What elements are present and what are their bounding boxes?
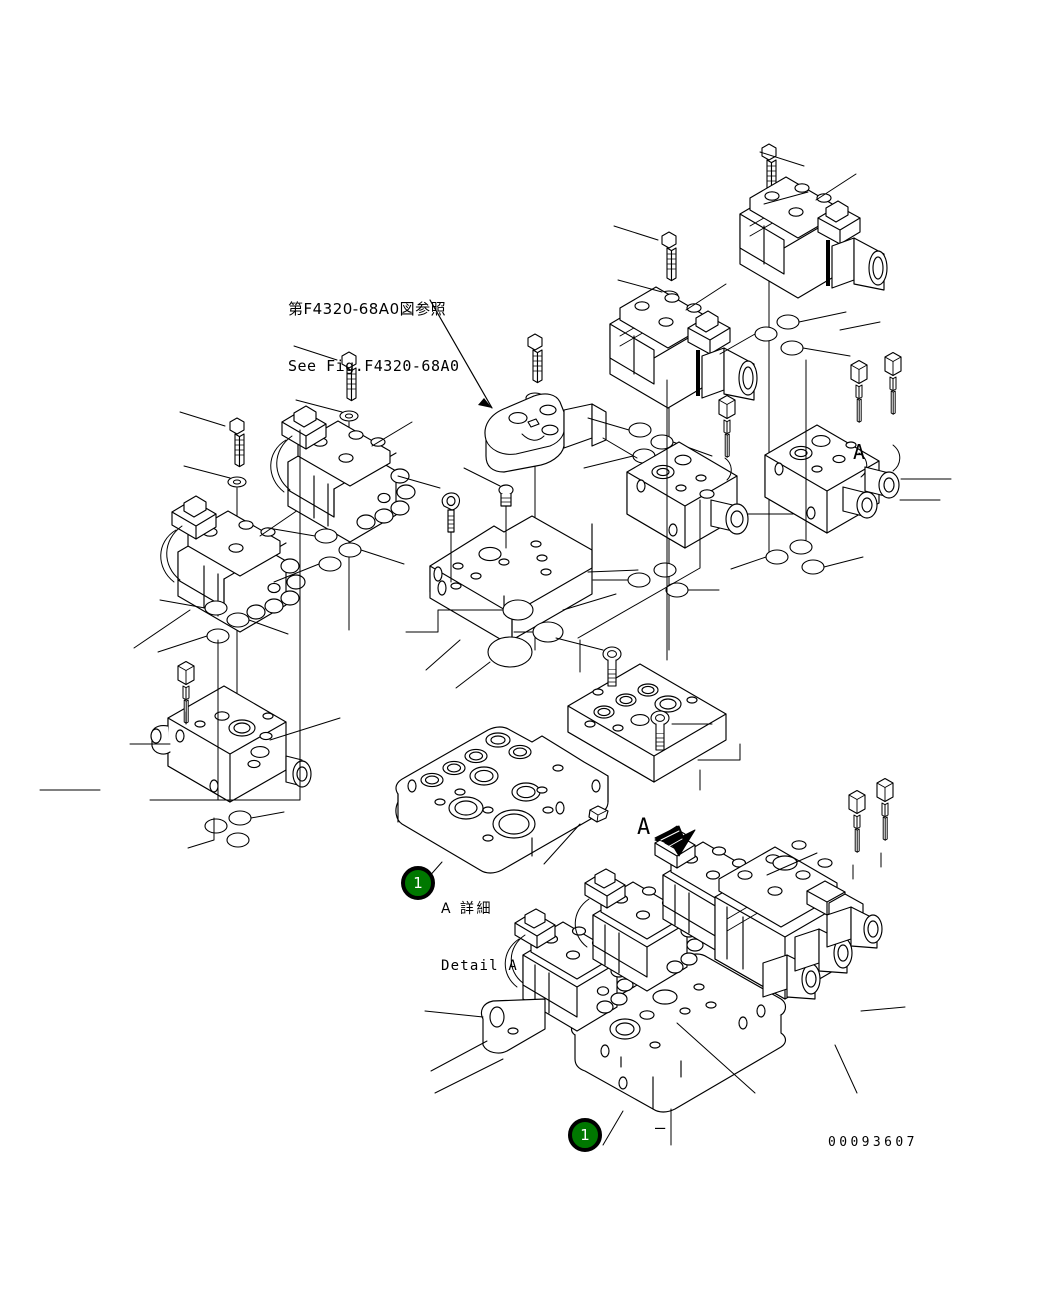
reference-note-english: See Fig.F4320-68A0	[288, 357, 460, 375]
callout-balloon-bottom[interactable]: 1	[568, 1118, 602, 1152]
callout-balloon-number: 1	[580, 1125, 590, 1144]
callout-balloon-number: 1	[413, 873, 423, 892]
section-marker-a-right: A	[853, 440, 866, 464]
detail-view-caption-japanese: A 詳細	[441, 901, 494, 917]
reference-note-japanese: 第F4320-68A0図参照	[288, 300, 447, 318]
detail-view-caption-english: Detail A	[441, 958, 519, 974]
callout-balloon-detail-a[interactable]: 1	[401, 866, 435, 900]
detail-view-caption: A 詳細 Detail A	[441, 862, 518, 1014]
section-marker-a-top: A	[637, 815, 651, 840]
lower-dash-marker: –	[655, 1118, 666, 1138]
drawing-number: 00093607	[828, 1135, 918, 1150]
reference-note: 第F4320-68A0図参照 See Fig.F4320-68A0	[288, 262, 460, 414]
